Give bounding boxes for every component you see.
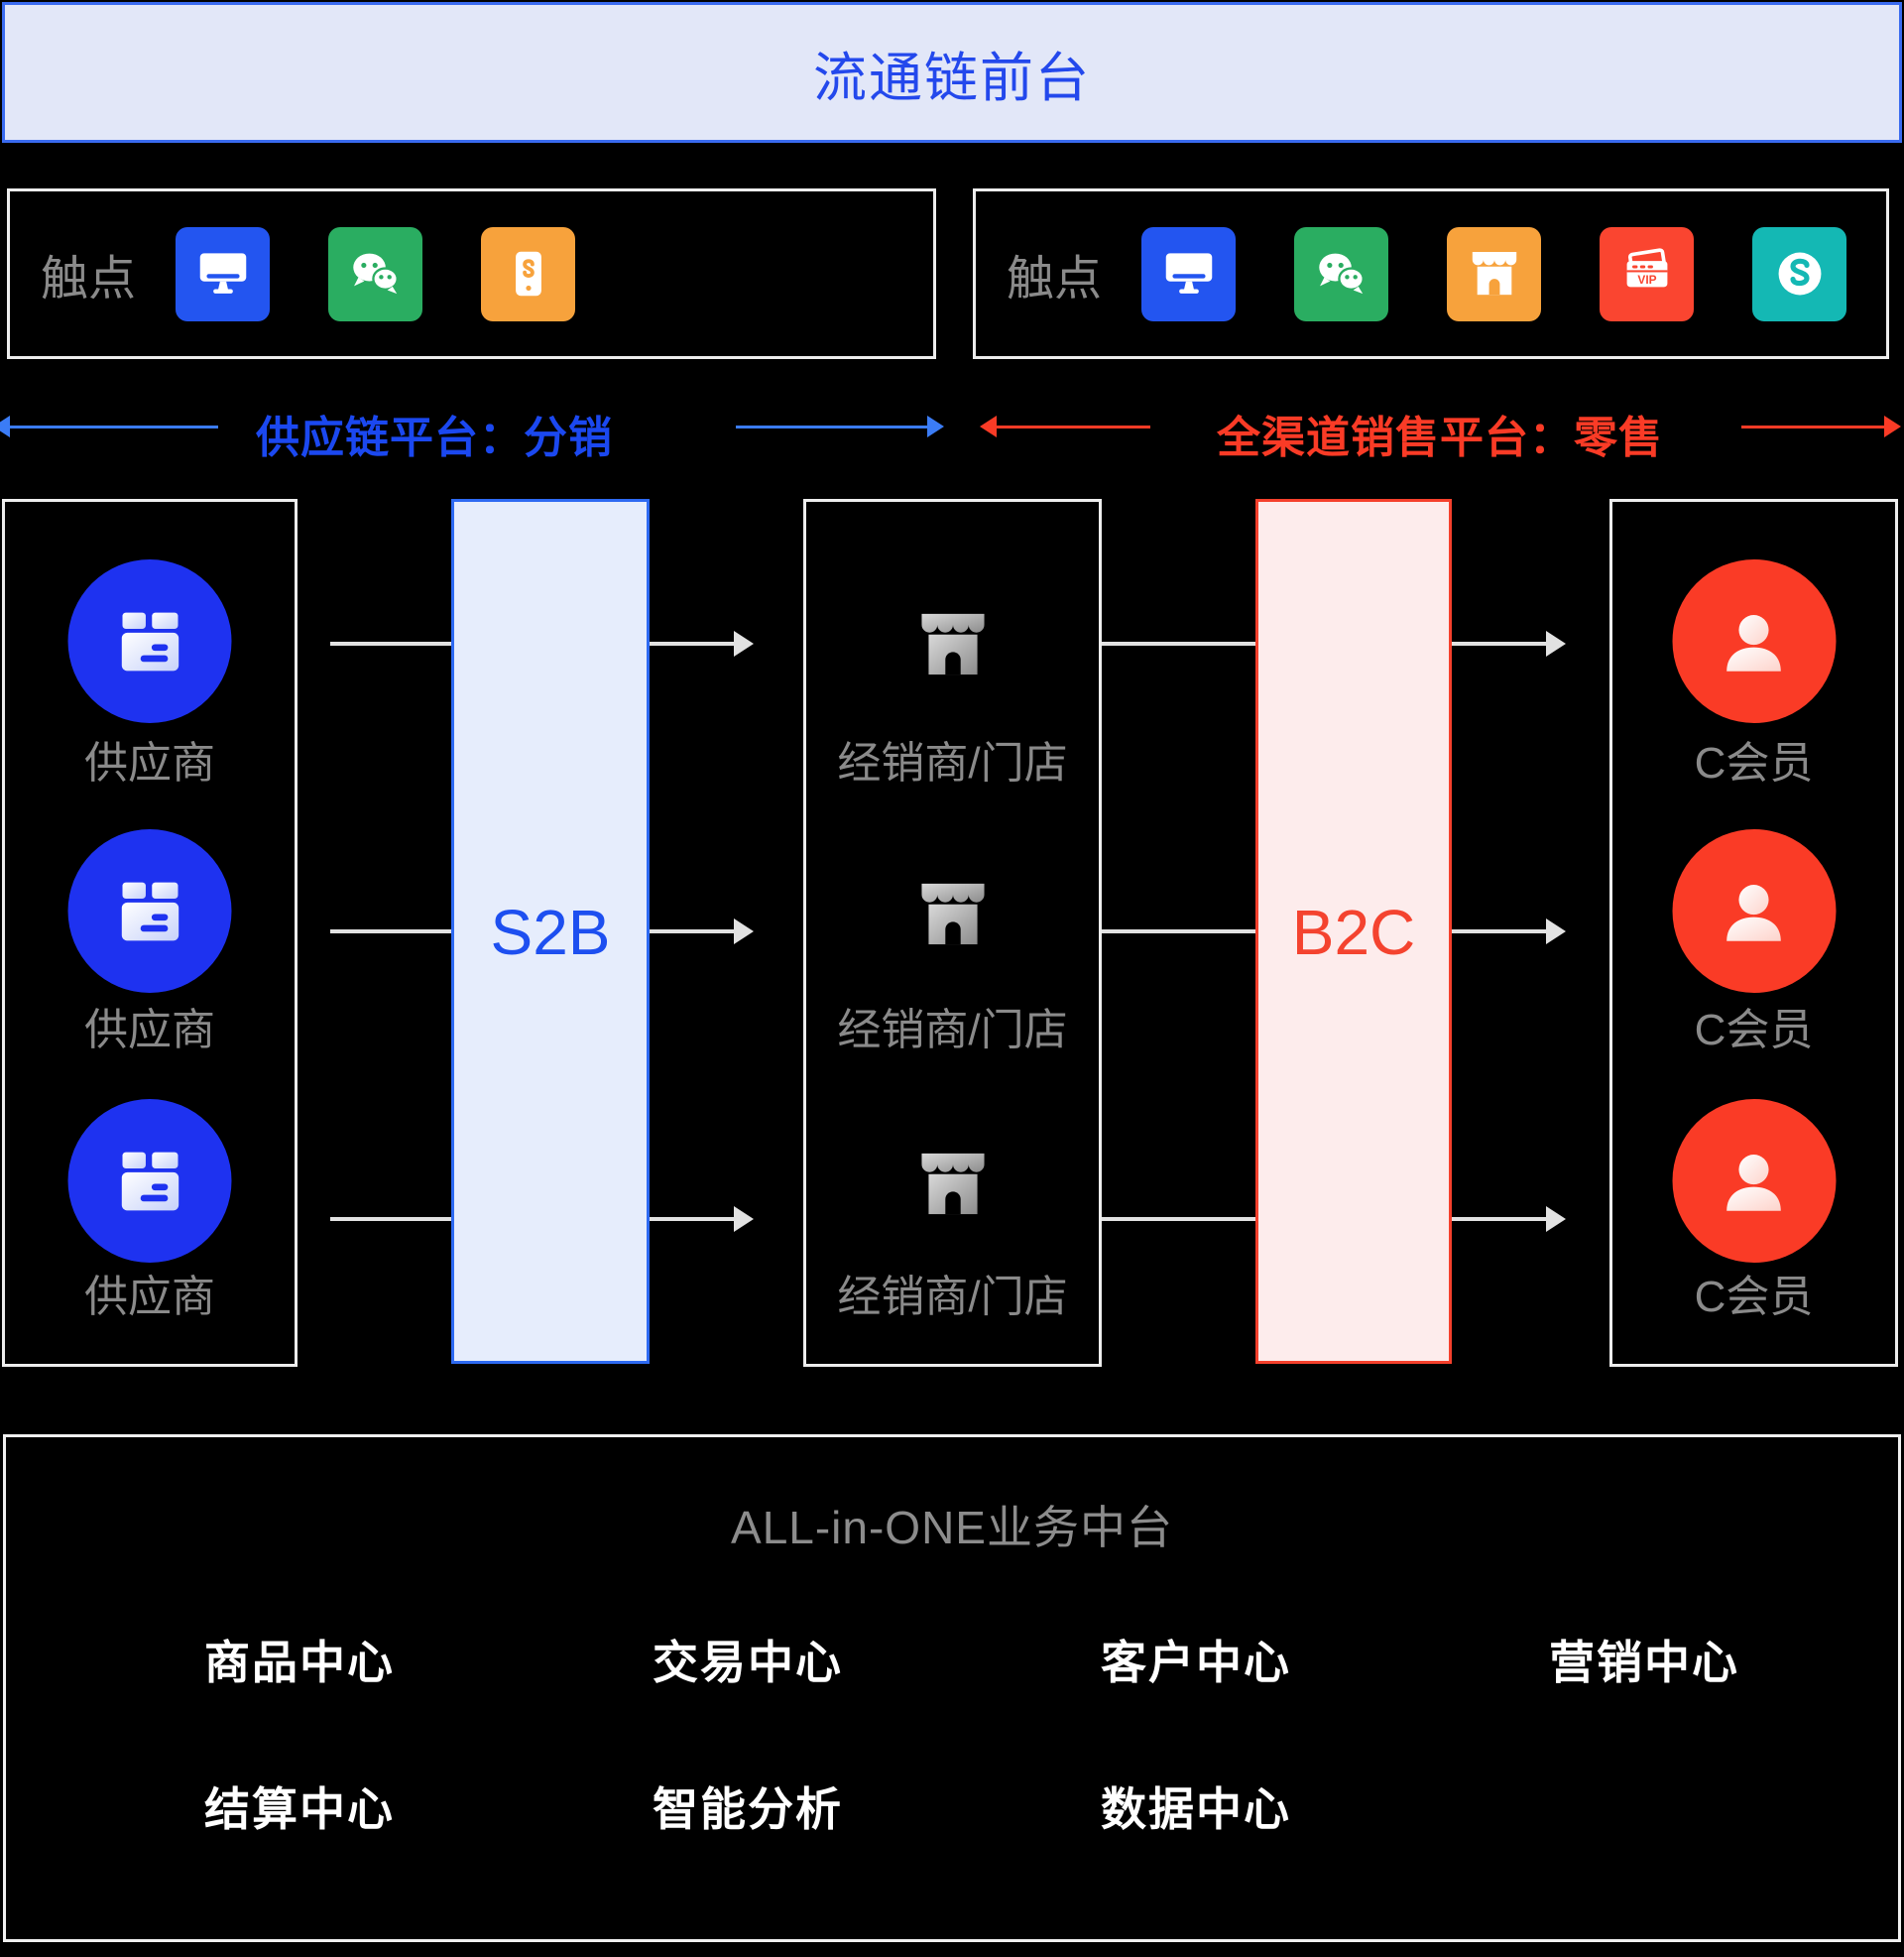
supply-chain-platform-label: 供应链平台：分销	[256, 414, 613, 462]
suppliers-box: 供应商 供应商 供应商	[2, 499, 298, 1367]
front-office-banner: 流通链前台	[2, 2, 1902, 143]
supplier-label: 供应商	[84, 1273, 215, 1321]
supply-chain-arrow-right	[736, 416, 944, 437]
touchpoints-right-label: 触点	[1007, 253, 1103, 306]
desktop-icon	[1141, 226, 1237, 321]
arrowhead-icon	[1546, 918, 1566, 944]
center-item-data: 数据中心	[1101, 1783, 1291, 1835]
package-icon	[121, 882, 178, 940]
arrowhead-icon	[734, 918, 754, 944]
connector-line	[1452, 929, 1546, 933]
dealer-label: 经销商/门店	[837, 1273, 1068, 1321]
store-icon	[909, 1141, 997, 1233]
vip-card-icon: VIP	[1600, 226, 1695, 321]
dealer-label: 经销商/门店	[837, 1006, 1068, 1054]
platform-centers-row-1: 商品中心 交易中心 客户中心 营销中心	[75, 1636, 1868, 1689]
member-avatar	[1672, 829, 1836, 993]
platform-title: ALL-in-ONE业务中台	[731, 1502, 1173, 1553]
supply-chain-arrow-left	[0, 416, 218, 437]
arrowhead-icon	[734, 631, 754, 657]
b2c-bridge: B2C	[1255, 499, 1452, 1364]
person-icon	[1726, 1154, 1781, 1211]
connector-line	[650, 1217, 734, 1221]
wechat-icon	[328, 226, 423, 321]
package-icon	[121, 612, 178, 671]
connector-line	[330, 642, 451, 646]
store-icon	[909, 601, 997, 693]
s2b-label: S2B	[490, 897, 611, 968]
connector-line	[1452, 642, 1546, 646]
s2b-bridge: S2B	[451, 499, 650, 1364]
supplier-avatar	[67, 559, 232, 723]
center-item-marketing: 营销中心	[1549, 1637, 1739, 1688]
person-icon	[1726, 884, 1781, 941]
wechat-icon	[1294, 226, 1389, 321]
connector-line	[650, 642, 734, 646]
connector-line	[330, 929, 451, 933]
center-item-analytics: 智能分析	[653, 1783, 843, 1835]
connector-line	[650, 929, 734, 933]
connector-line	[330, 1217, 451, 1221]
connector-line	[1102, 642, 1255, 646]
store-icon	[1447, 226, 1542, 321]
dealer-label: 经销商/门店	[837, 739, 1068, 788]
omni-channel-arrow-right	[1741, 416, 1901, 437]
person-icon	[1726, 614, 1781, 672]
middle-platform-panel: ALL-in-ONE业务中台 商品中心 交易中心 客户中心 营销中心 结算中心 …	[3, 1434, 1901, 1942]
center-item-customer: 客户中心	[1101, 1637, 1291, 1688]
center-item-goods: 商品中心	[204, 1637, 395, 1688]
supplier-label: 供应商	[84, 739, 215, 788]
mobile-app-icon	[481, 226, 576, 321]
arrowhead-icon	[1546, 1206, 1566, 1232]
touchpoints-right-icons: VIP	[1141, 226, 1847, 321]
desktop-icon	[176, 226, 271, 321]
vip-card-text: VIP	[1637, 273, 1656, 287]
arrowhead-icon	[1546, 631, 1566, 657]
touchpoints-left-box: 触点	[7, 188, 936, 359]
supplier-avatar	[67, 829, 232, 993]
supplier-avatar	[67, 1099, 232, 1263]
center-item-settlement: 结算中心	[204, 1783, 395, 1835]
member-label: C会员	[1694, 739, 1814, 788]
store-icon	[909, 871, 997, 963]
banner-title: 流通链前台	[813, 48, 1091, 108]
member-label: C会员	[1694, 1273, 1814, 1321]
members-box: C会员 C会员 C会员	[1609, 499, 1898, 1367]
member-avatar	[1672, 1099, 1836, 1263]
connector-line	[1102, 1217, 1255, 1221]
touchpoints-left-label: 触点	[41, 253, 137, 306]
dealers-box: 经销商/门店 经销商/门店 经销商/门店	[803, 499, 1102, 1367]
supplier-label: 供应商	[84, 1006, 215, 1054]
b2c-label: B2C	[1291, 897, 1416, 968]
arrowhead-icon	[734, 1206, 754, 1232]
package-icon	[121, 1152, 178, 1210]
platform-centers-row-2: 结算中心 智能分析 数据中心	[75, 1782, 1868, 1836]
omni-channel-arrow-left	[980, 416, 1150, 437]
touchpoints-left-icons	[176, 226, 576, 321]
center-item-trade: 交易中心	[653, 1637, 843, 1688]
omni-channel-platform-label: 全渠道销售平台：零售	[1217, 414, 1663, 462]
member-label: C会员	[1694, 1006, 1814, 1054]
touchpoints-right-box: 触点	[973, 188, 1889, 359]
connector-line	[1102, 929, 1255, 933]
miniprogram-icon	[1752, 226, 1847, 321]
connector-line	[1452, 1217, 1546, 1221]
member-avatar	[1672, 559, 1836, 723]
